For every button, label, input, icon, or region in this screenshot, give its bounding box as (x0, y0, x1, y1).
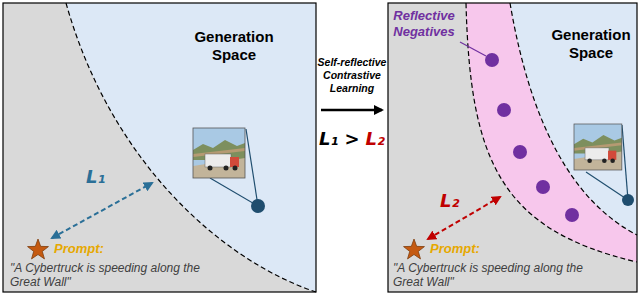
negative-dot (485, 53, 499, 67)
panel-border (3, 3, 316, 292)
region-title-text: Generation Space (190, 28, 278, 64)
sample-dot (622, 194, 634, 206)
negative-dot (513, 145, 527, 159)
negatives-label: Reflective Negatives (390, 8, 458, 40)
negatives-band (466, 3, 637, 262)
negative-dot (536, 180, 550, 194)
loss-label: L₁ (319, 128, 338, 149)
prompt-text: "A Cybertruck is speeding along the Grea… (10, 261, 225, 289)
region-title: Generation Space (548, 24, 634, 64)
pointer-line (622, 125, 628, 200)
band-boundary (466, 3, 637, 262)
panel-background (388, 3, 637, 292)
prompt-star (28, 239, 49, 259)
distance-arrow (428, 197, 500, 239)
loss-label: L₁ (86, 166, 105, 187)
leader-line (460, 42, 486, 56)
region-title-text: Generation Space (550, 26, 632, 62)
loss-label: L₂ (366, 128, 385, 149)
loss-label: L₂ (440, 190, 459, 211)
negative-dot (565, 208, 579, 222)
generated-image (574, 124, 622, 170)
prompt-star (404, 239, 425, 259)
pointer-line (586, 172, 628, 200)
region-title: Generation Space (188, 26, 280, 66)
method-label: Self-reflective Contrastive Learning (316, 56, 388, 95)
prompt-label: Prompt: (430, 241, 480, 256)
prompt-label: Prompt: (54, 241, 104, 256)
pointer-line (246, 129, 258, 206)
space-boundary (510, 3, 637, 235)
comparison-sign: > (344, 128, 359, 149)
negative-dot (497, 103, 511, 117)
generated-image (193, 128, 245, 178)
transition-arrow (321, 109, 382, 112)
panel-border (388, 3, 637, 292)
panel-background (3, 3, 316, 292)
pointer-line (210, 178, 258, 206)
sample-dot (251, 199, 265, 213)
generation-space-region (510, 3, 637, 235)
prompt-text: "A Cybertruck is speeding along the Grea… (393, 261, 608, 289)
distance-arrow (52, 183, 152, 238)
